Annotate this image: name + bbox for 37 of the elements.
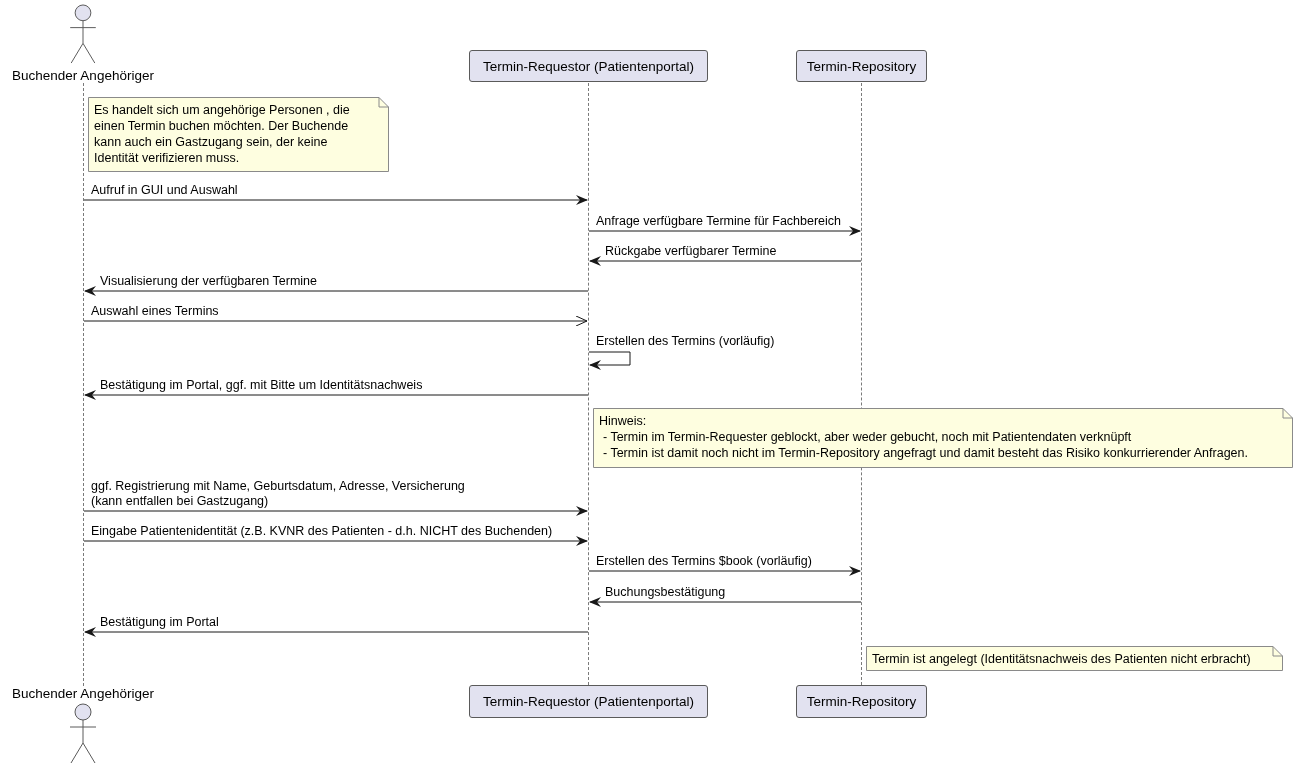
message-arrow [84, 390, 589, 400]
note-text: Termin ist angelegt (Identitätsnachweis des Patienten nicht erbracht) [872, 651, 1252, 667]
participant-box: Termin-Repository [796, 685, 927, 718]
message-label: Buchungsbestätigung [603, 585, 728, 600]
message-arrow [84, 286, 589, 296]
note-heading: Hinweis: [599, 413, 648, 429]
actor-name: Buchender Angehöriger [12, 68, 154, 83]
message-label: Eingabe Patientenidentität (z.B. KVNR des Patienten - d.h. NICHT des Buchenden) [89, 524, 555, 539]
self-message-arrow [588, 351, 631, 370]
message-label: Rückgabe verfügbarer Termine [603, 244, 779, 259]
note [593, 408, 1293, 468]
note [88, 97, 389, 172]
message-arrow [83, 506, 588, 516]
participant-box: Termin-Requestor (Patientenportal) [469, 50, 708, 82]
note-text: Es handelt sich um angehörige Personen , die einen Termin buchen möchten. Der Buchende kann auch ein Gastzugang sein, der keine Identität verifizieren muss. [94, 102, 351, 166]
message-arrow [589, 597, 862, 607]
lifeline [588, 83, 590, 685]
message-label: Erstellen des Termins $book (vorläufig) [594, 554, 814, 569]
message-label: Bestätigung im Portal, ggf. mit Bitte um Identitätsnachweis [98, 378, 425, 393]
participant-box: Termin-Requestor (Patientenportal) [469, 685, 708, 718]
message-arrow [588, 566, 861, 576]
lifeline [83, 83, 85, 686]
message-arrow [588, 226, 861, 236]
message-arrow [84, 627, 589, 637]
actor-name: Buchender Angehöriger [12, 686, 154, 701]
note-text: - Termin ist damit noch nicht im Termin-Repository angefragt und damit besteht das Risiko konkurrierender Anfragen. [602, 445, 1249, 461]
note [866, 646, 1283, 671]
message-label: Bestätigung im Portal [98, 615, 221, 630]
message-arrow [83, 195, 588, 205]
message-label: Visualisierung der verfügbaren Termine [98, 274, 320, 289]
message-arrow [83, 536, 588, 546]
participant-box: Termin-Repository [796, 50, 927, 82]
message-arrow [589, 256, 862, 266]
message-label: Anfrage verfügbare Termine für Fachbereich [594, 214, 844, 229]
note-text: - Termin im Termin-Requester geblockt, aber weder gebucht, noch mit Patientendaten verknüpft [602, 429, 1133, 445]
message-label: Erstellen des Termins (vorläufig) [594, 334, 777, 349]
message-arrow [83, 315, 588, 327]
